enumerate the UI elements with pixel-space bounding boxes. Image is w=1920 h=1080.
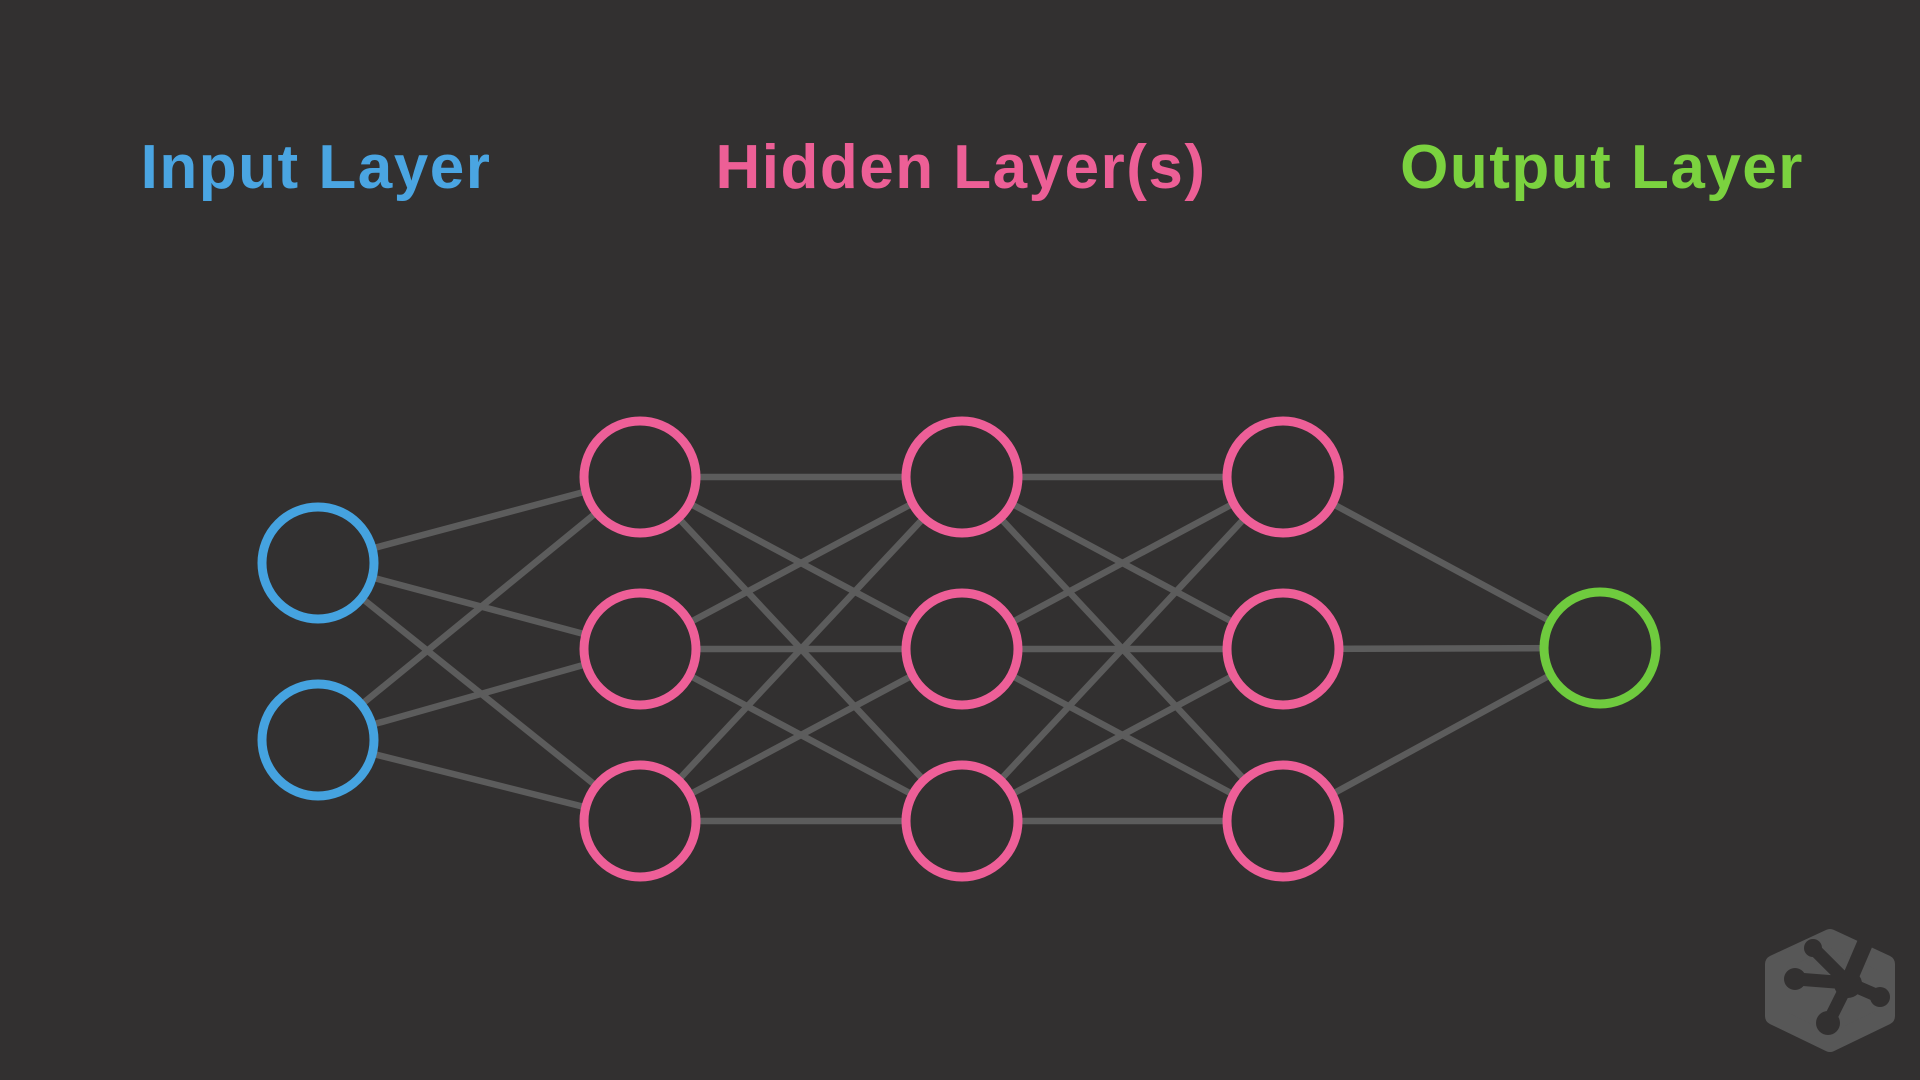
- input-node-1: [257, 502, 379, 624]
- hidden-3-node-2: [1222, 588, 1344, 710]
- connection-line: [315, 474, 643, 743]
- hidden-3-node-1: [1222, 416, 1344, 538]
- connection-line: [960, 646, 1285, 824]
- hidden-layer-label: Hidden Layer(s): [715, 133, 1207, 202]
- connection-line: [637, 474, 965, 824]
- input-node-2: [257, 679, 379, 801]
- hidden-1-node-2: [579, 588, 701, 710]
- hidden-1-node-1: [579, 416, 701, 538]
- connection-line: [638, 646, 964, 824]
- connection-line: [960, 474, 1285, 652]
- hidden-2-node-3: [901, 760, 1023, 882]
- connection-line: [959, 474, 1286, 824]
- treehouse-logo-icon: [1765, 920, 1895, 1052]
- hidden-1-node-3: [579, 760, 701, 882]
- output-layer-label: Output Layer: [1400, 133, 1804, 202]
- connection-line: [638, 474, 964, 652]
- hidden-2-node-1: [901, 416, 1023, 538]
- hidden-2-node-2: [901, 588, 1023, 710]
- logo-branch-cutout: [1784, 920, 1890, 1035]
- input-layer-label: Input Layer: [140, 133, 492, 202]
- output-node-1: [1539, 587, 1661, 709]
- hidden-3-node-3: [1222, 760, 1344, 882]
